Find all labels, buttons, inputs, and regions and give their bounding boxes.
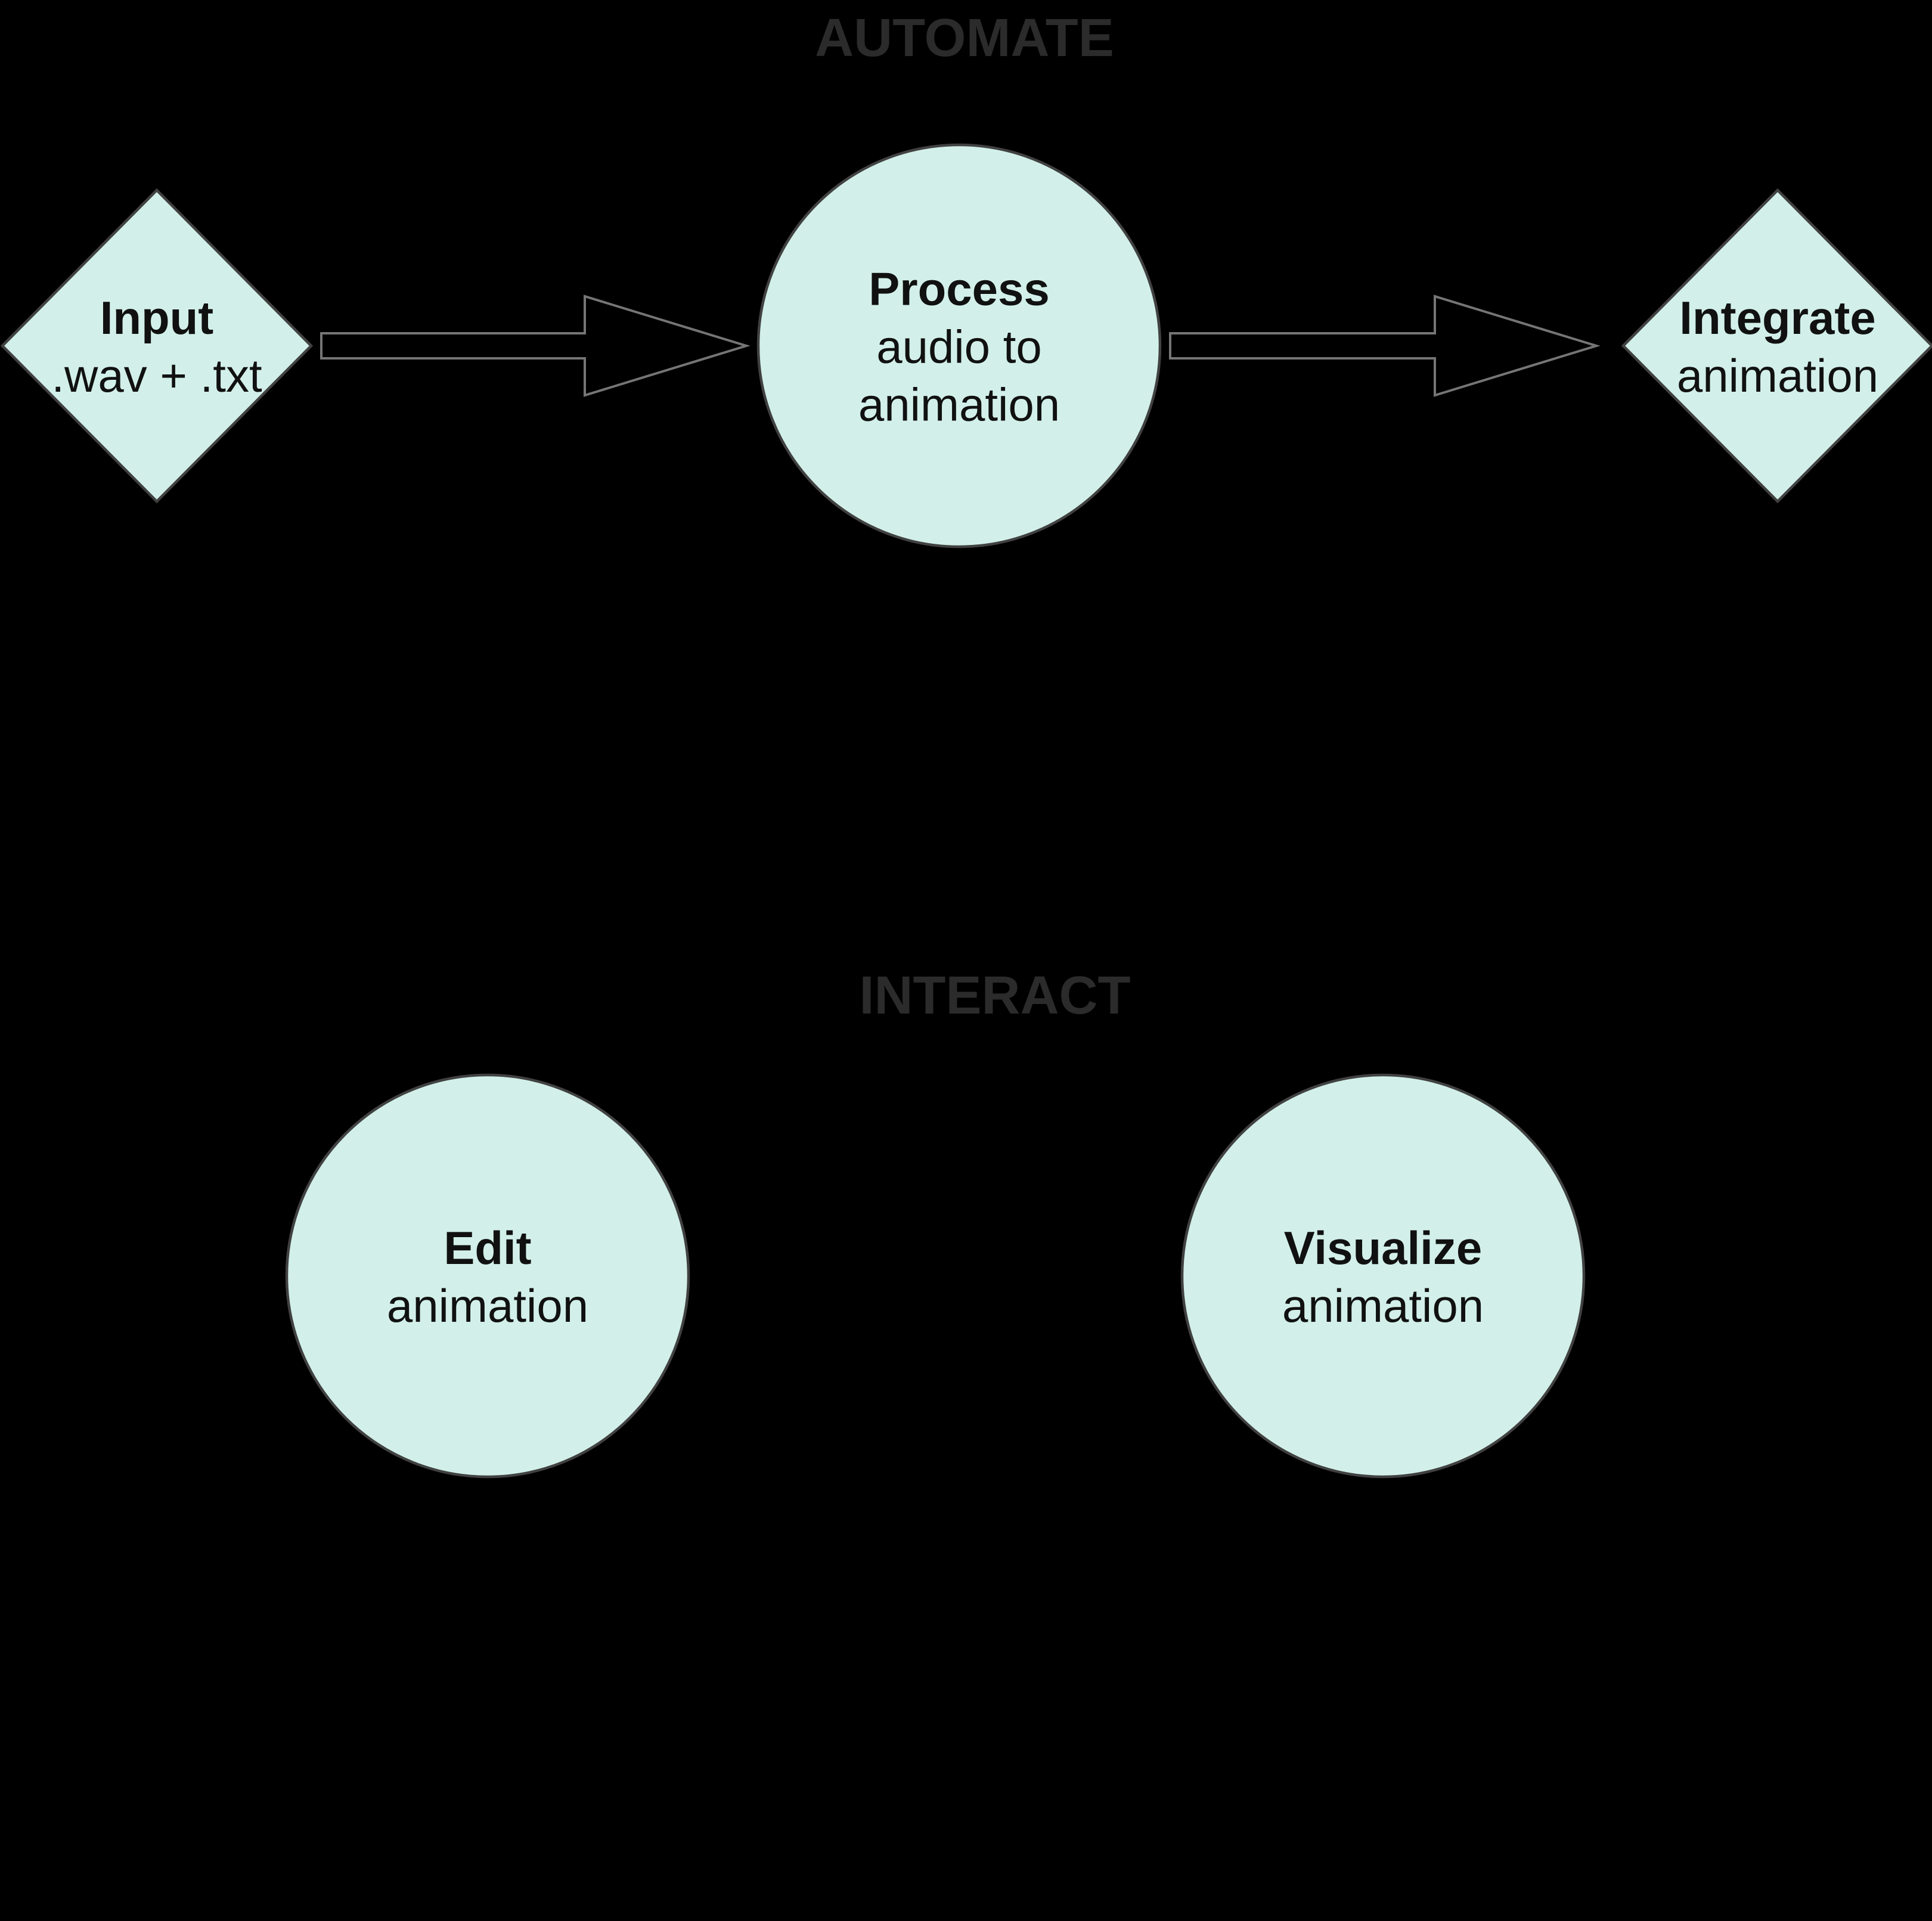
visualize-circle bbox=[1180, 1073, 1586, 1479]
input-diamond bbox=[0, 188, 314, 504]
input-node-title: Input bbox=[100, 292, 214, 344]
integrate-node-title: Integrate bbox=[1679, 292, 1876, 344]
process-circle bbox=[756, 143, 1162, 549]
process-node-title: Process bbox=[869, 262, 1050, 315]
edit-circle bbox=[285, 1073, 690, 1479]
edit-node-label: Edit animation bbox=[387, 1219, 588, 1335]
input-node-subtitle: .wav + .txt bbox=[51, 349, 262, 402]
integrate-node-subtitle: animation bbox=[1676, 349, 1879, 402]
edit-node-title: Edit bbox=[444, 1222, 532, 1274]
visualize-node-label: Visualize animation bbox=[1282, 1219, 1484, 1335]
process-node-label: Process audio to animation bbox=[858, 261, 1060, 434]
arrow-input-to-process bbox=[320, 295, 751, 397]
integrate-node-label: Integrate animation bbox=[1677, 289, 1878, 405]
edit-node-subtitle: animation bbox=[386, 1279, 589, 1332]
integrate-diamond bbox=[1621, 188, 1932, 504]
visualize-node-subtitle: animation bbox=[1282, 1279, 1484, 1332]
automate-section-label: AUTOMATE bbox=[815, 8, 1114, 68]
input-node-label: Input .wav + .txt bbox=[51, 289, 262, 405]
interact-section-label: INTERACT bbox=[859, 966, 1131, 1025]
process-node-subtitle: audio to animation bbox=[858, 320, 1060, 431]
arrow-process-to-integrate bbox=[1169, 295, 1601, 397]
visualize-node-title: Visualize bbox=[1283, 1222, 1483, 1274]
